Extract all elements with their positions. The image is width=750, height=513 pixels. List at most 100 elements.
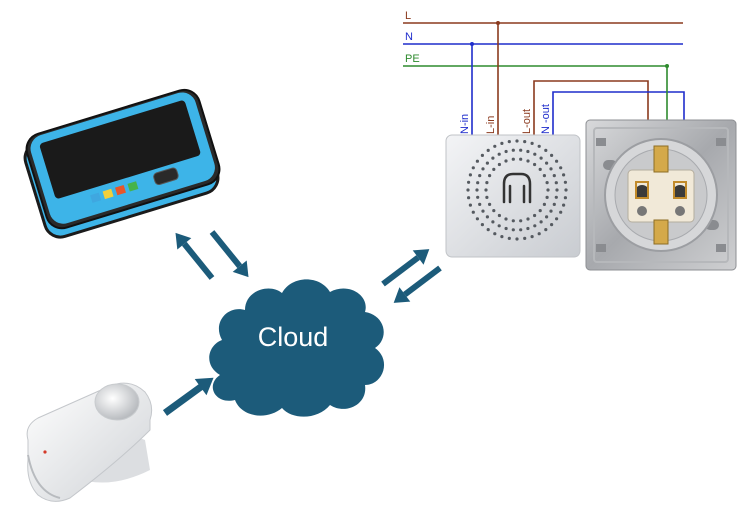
module-vent-dot <box>475 159 479 163</box>
module-vent-dot <box>545 161 549 165</box>
module-vent-dot <box>504 226 508 231</box>
module-vent-dot <box>545 195 549 199</box>
arrow-cloud-to-phone <box>175 232 215 280</box>
module-vent-dot <box>493 232 497 236</box>
module-vent-dot <box>497 152 501 156</box>
cloud-label: Cloud <box>258 322 329 352</box>
power-socket-icon <box>585 119 737 271</box>
module-vent-dot <box>504 217 508 221</box>
arrows <box>162 230 442 416</box>
module-vent-dot <box>478 202 482 206</box>
relay-logo-icon <box>502 172 532 204</box>
module-vent-dot <box>533 152 537 156</box>
module-vent-dot <box>562 173 566 177</box>
module-vent-dot <box>484 188 488 192</box>
wire-label-pe: PE <box>405 53 420 65</box>
module-vent-dot <box>471 166 475 170</box>
module-vent-dot <box>526 149 530 154</box>
module-vent-dot <box>511 219 515 223</box>
module-vent-dot <box>515 139 519 143</box>
module-vent-dot <box>554 195 558 199</box>
module-vent-dot <box>523 236 527 240</box>
module-vent-dot <box>480 153 484 157</box>
module-vent-dot <box>485 195 489 199</box>
module-vent-dot <box>466 188 470 192</box>
module-vent-dot <box>552 174 556 178</box>
module-vent-dot <box>544 148 548 152</box>
module-vent-dot <box>526 226 530 231</box>
module-vent-dot <box>511 228 515 232</box>
module-vent-dot <box>491 156 495 160</box>
module-vent-dot <box>497 224 501 228</box>
module-vent-dot <box>563 196 568 200</box>
module-vent-dot <box>468 173 472 177</box>
module-vent-dot <box>555 159 559 163</box>
module-vent-dot <box>523 140 527 144</box>
module-vent-dot <box>507 236 511 240</box>
module-vent-dot <box>467 180 471 184</box>
module-vent-dot <box>538 167 542 171</box>
module-vent-dot <box>542 174 547 178</box>
module-vent-dot <box>504 149 508 154</box>
terminal-label-l-in: L-in <box>485 116 497 134</box>
module-vent-dot <box>555 217 559 221</box>
module-vent-dot <box>519 148 523 152</box>
module-vent-dot <box>515 237 519 241</box>
module-vent-dot <box>476 181 480 185</box>
module-vent-dot <box>511 148 515 152</box>
module-vent-dot <box>537 232 541 236</box>
module-vent-dot <box>485 215 489 219</box>
module-vent-dot <box>500 235 504 239</box>
cloud-icon: Cloud <box>209 279 385 417</box>
module-vent-dot <box>519 219 523 223</box>
module-vent-dot <box>550 223 554 227</box>
module-vent-dot <box>488 202 492 206</box>
module-vent-dot <box>492 209 496 213</box>
module-vent-dot <box>485 181 489 185</box>
module-vent-dot <box>552 202 556 206</box>
module-vent-dot <box>533 213 537 218</box>
module-vent-dot <box>497 162 501 167</box>
module-vent-dot <box>491 220 495 224</box>
module-vent-dot <box>526 159 530 163</box>
module-vent-dot <box>542 202 547 206</box>
module-vent-dot <box>544 228 548 232</box>
module-vent-dot <box>545 181 549 185</box>
module-vent-dot <box>554 181 558 185</box>
module-vent-dot <box>555 188 559 192</box>
module-vent-dot <box>530 235 534 239</box>
module-vent-dot <box>480 223 484 227</box>
module-vent-dot <box>485 161 489 165</box>
module-vent-dot <box>526 217 530 221</box>
module-vent-dot <box>537 144 541 148</box>
module-vent-dot <box>538 209 542 213</box>
module-vent-dot <box>468 203 472 207</box>
terminal-label-n-out: N -out <box>540 104 552 134</box>
module-vent-dot <box>533 162 537 167</box>
module-vent-dot <box>559 210 563 214</box>
module-vent-dot <box>564 188 568 192</box>
arrow-phone-to-cloud <box>209 230 249 278</box>
module-vent-dot <box>471 210 475 214</box>
module-vent-dot <box>549 209 553 213</box>
wire-label-l: L <box>405 10 411 22</box>
module-vent-dot <box>562 203 566 207</box>
smartphone-icon <box>23 88 221 239</box>
module-vent-dot <box>511 157 515 161</box>
module-vent-dot <box>530 141 534 145</box>
module-vent-dot <box>563 180 568 184</box>
module-vent-dot <box>550 153 554 157</box>
module-vent-dot <box>478 174 482 178</box>
module-vent-dot <box>549 167 553 171</box>
motion-sensor-icon <box>26 382 153 502</box>
module-vent-dot <box>476 195 480 199</box>
module-vent-dot <box>481 209 485 213</box>
module-vent-dot <box>488 174 492 178</box>
module-vent-dot <box>500 141 504 145</box>
module-vent-dot <box>546 188 550 192</box>
module-vent-dot <box>475 217 479 221</box>
module-vent-dot <box>497 213 501 218</box>
module-vent-dot <box>481 167 485 171</box>
module-vent-dot <box>467 196 471 200</box>
